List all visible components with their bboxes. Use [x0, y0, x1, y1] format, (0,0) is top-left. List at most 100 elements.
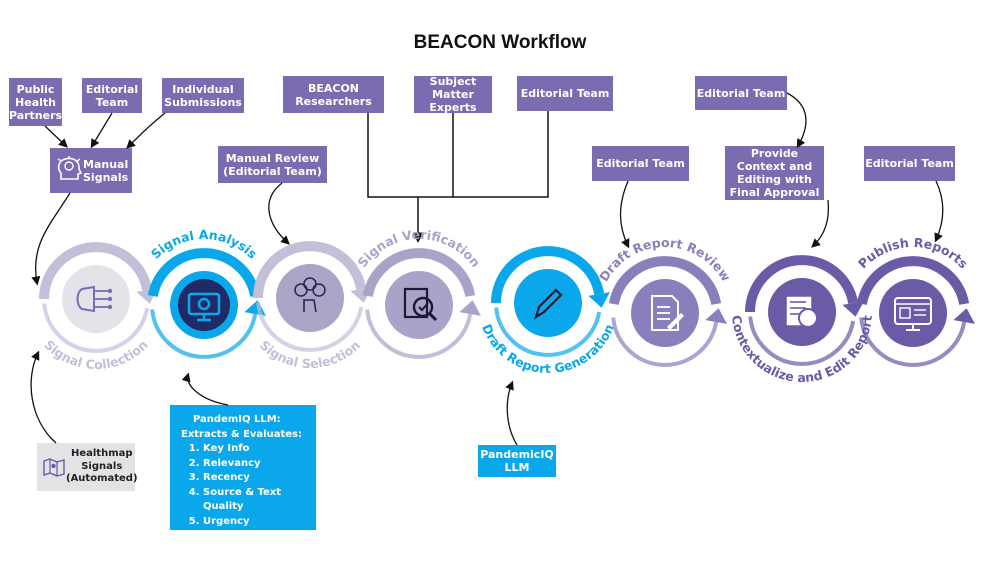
arc-arrowhead: [705, 308, 727, 324]
dashboard-icon: [894, 297, 932, 331]
stage-2-arcs: [147, 248, 266, 359]
connector-verification-bracket: [367, 111, 549, 198]
arc-arrowhead: [459, 300, 481, 316]
connector-pandemiq: [181, 372, 229, 406]
connector-editorial-publish: [934, 180, 944, 243]
stage-4-label: Signal Verification: [355, 227, 484, 270]
stage-4-arcs: [362, 248, 481, 359]
connector-manual-to-collection: [31, 192, 71, 286]
arc-lower: [147, 248, 261, 298]
hand-choice-icon: [294, 277, 326, 313]
stage-3-arcs: [253, 241, 372, 352]
map-icon: [43, 458, 65, 477]
arc-arrowhead: [136, 288, 158, 304]
box-editorial-team-context: Editorial Team: [695, 76, 787, 110]
arc-lower: [362, 248, 476, 298]
report-magnifier-icon: [785, 295, 821, 331]
pandemiq-item: Key Info: [203, 442, 310, 457]
connector-editorial: [90, 112, 113, 149]
arc-upper: [150, 309, 258, 359]
stage-1-arcs: [39, 242, 158, 353]
box-healthmap-signals: Healthmap Signals (Automated): [37, 443, 138, 491]
diagram-title: BEACON Workflow: [413, 32, 587, 53]
arc-lower: [856, 256, 970, 306]
box-provide-context: Provide Context and Editing with Final A…: [725, 146, 824, 200]
box-editorial-team-draft-review: Editorial Team: [592, 146, 689, 181]
pandemiq-list: Key Info Relevancy Recency Source & Text…: [181, 442, 310, 544]
brain-head-icon: [57, 156, 83, 180]
pandemiq-subheading: Extracts & Evaluates:: [181, 428, 302, 440]
healthmap-label: Healthmap Signals (Automated): [66, 448, 138, 485]
arc-lower: [748, 316, 856, 366]
box-editorial-team-verification: Editorial Team: [517, 76, 613, 111]
stage-5-arcs: [491, 246, 610, 357]
connector-manual-review: [268, 182, 290, 245]
connector-pandemiciq: [505, 380, 518, 446]
stage-5-circle: [514, 269, 582, 337]
stage-7-label: Contextualize and Edit Report: [729, 314, 875, 385]
document-edit-icon: [651, 295, 684, 331]
document-magnifier-icon: [403, 287, 438, 322]
stage-8-circle: [879, 279, 947, 347]
arc-arrowhead: [842, 301, 864, 317]
box-editorial-team-publish: Editorial Team: [864, 146, 955, 181]
stage-3-circle: [276, 264, 344, 332]
pandemiq-item: Source & Text Quality: [203, 486, 310, 515]
arc-upper: [253, 241, 367, 299]
arc-upper: [745, 255, 859, 313]
pandemiq-item: Urgency: [203, 515, 310, 530]
arc-arrowhead: [588, 292, 610, 308]
arc-upper: [39, 242, 153, 300]
arc-upper: [611, 317, 719, 367]
stage-8-arcs: [856, 256, 975, 367]
connector-editorial-draft: [619, 180, 630, 249]
box-pandemiciq-llm: PandemicIQ LLM: [478, 445, 556, 477]
stage-7-circle: [768, 278, 836, 346]
stage-6-label: Draft Report Review: [596, 235, 734, 284]
stage-6-circle: [631, 279, 699, 347]
connector-public-health: [44, 125, 68, 148]
arc-arrowhead: [350, 287, 372, 303]
connector-editorial-context: [786, 92, 807, 149]
stage-1-circle: [62, 265, 130, 333]
stage-6-arcs: [608, 256, 727, 367]
arc-lower: [494, 307, 602, 357]
stage-7-arcs: [745, 255, 864, 366]
brain-circuit-icon: [76, 285, 113, 313]
manual-signals-label: Manual Signals: [83, 157, 129, 184]
pandemiq-heading: PandemIQ LLM:: [193, 414, 281, 425]
connector-healthmap: [30, 350, 57, 444]
arc-arrowhead: [244, 300, 266, 316]
stage-8-label: Publish Reports: [855, 235, 971, 271]
stage-1-label: Signal Collection: [41, 337, 150, 372]
arc-lower: [608, 256, 722, 306]
connector-provide-context: [811, 199, 830, 248]
pandemiq-item: Relevancy: [203, 457, 310, 472]
box-beacon-researchers: BEACON Researchers: [283, 76, 384, 113]
box-subject-matter-experts: Subject Matter Experts: [414, 75, 492, 114]
arc-lower: [256, 302, 364, 352]
stage-3-label: Signal Selection: [257, 337, 363, 371]
pandemiq-item: Severity: [203, 529, 310, 544]
stage-5-label: Draft Report Generation: [479, 322, 617, 376]
box-manual-review: Manual Review (Editorial Team): [218, 146, 327, 183]
stage-4-circle: [385, 271, 453, 339]
arc-lower: [42, 303, 150, 353]
box-pandemiq-llm: PandemIQ LLM: Extracts & Evaluates: Key …: [170, 405, 316, 541]
arc-arrowhead: [953, 308, 975, 324]
pandemiq-item: Recency: [203, 471, 310, 486]
box-individual-submissions: Individual Submissions: [162, 78, 244, 113]
arc-upper: [365, 309, 473, 359]
box-manual-signals: Manual Signals: [50, 148, 132, 193]
arc-upper: [859, 317, 967, 367]
pencil-icon: [534, 288, 563, 320]
box-public-health-partners: Public Health Partners: [9, 78, 62, 126]
monitor-gear-icon: [178, 279, 230, 331]
stage-2-label: Signal Analysis: [148, 227, 260, 262]
stage-2-circle: [170, 271, 238, 339]
box-editorial-team-collection: Editorial Team: [82, 78, 142, 113]
connector-individual: [126, 112, 166, 149]
arc-upper: [491, 246, 605, 304]
